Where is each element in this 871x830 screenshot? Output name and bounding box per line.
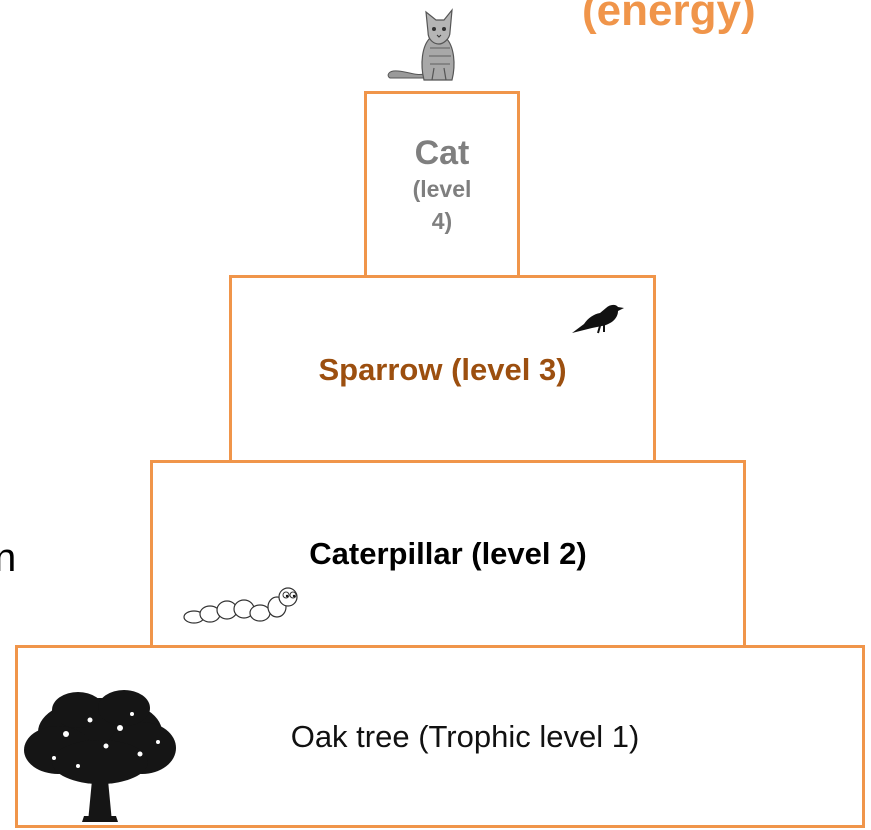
left-text-fragment: n (0, 536, 17, 580)
pyramid-level-4: Cat (level 4) (364, 91, 520, 278)
oak-tree-icon (24, 690, 176, 822)
cat-level-number: 4) (431, 207, 453, 234)
caterpillar-icon (183, 587, 298, 624)
caterpillar-label: Caterpillar (level 2) (309, 536, 587, 571)
cat-level-text: (level (412, 175, 472, 202)
pyramid-title-fragment: (energy) (582, 0, 756, 35)
sparrow-icon (572, 304, 624, 334)
oak-tree-label: Oak tree (Trophic level 1) (290, 718, 640, 754)
sparrow-label: Sparrow (level 3) (318, 351, 567, 387)
cat-icon (387, 8, 455, 81)
pyramid-level-3: Sparrow (level 3) (229, 275, 656, 464)
cat-label: Cat (414, 133, 470, 172)
